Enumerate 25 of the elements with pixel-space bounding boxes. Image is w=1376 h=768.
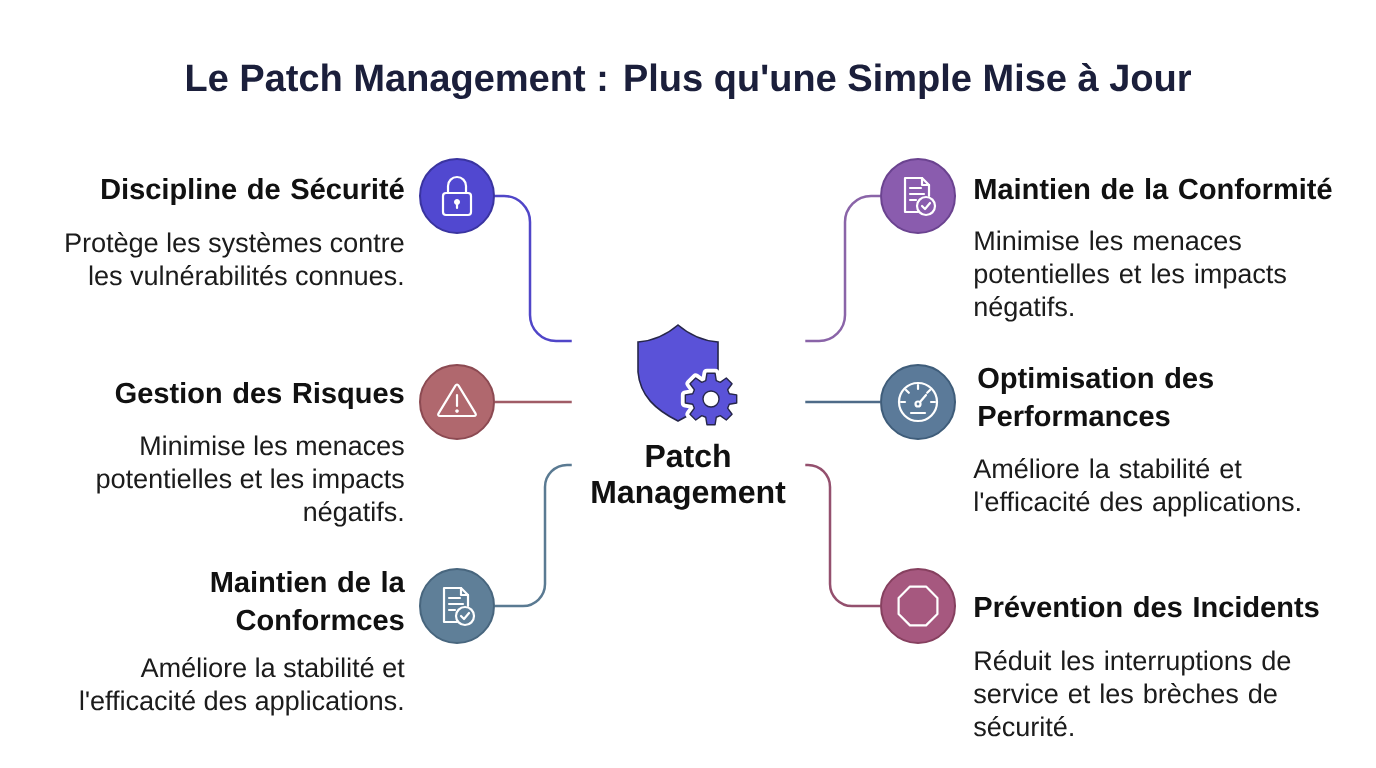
heading: Prévention des Incidents [975,595,1319,618]
heading: Maintien de la Conformité [975,177,1332,200]
description: Minimise les menaces potentielles et les impacts négatifs. [975,230,1286,322]
connector-line [495,194,572,343]
heading: Discipline de Sécurité [102,177,404,205]
heading: Maintien de la Conformces [211,571,405,631]
gauge-icon [880,364,956,440]
heading: Optimisation des Performances [978,367,1213,427]
connector-line [495,400,572,404]
warning-icon [419,364,495,440]
document-check-icon [419,568,495,644]
document-check-icon [880,158,956,234]
heading: Gestion des Risques [115,382,404,409]
connector-line [495,463,572,608]
description: Protège les systèmes contre les vulnérabilités connues. [66,232,404,286]
connector-line [805,194,880,343]
center-label: Patch Management [592,443,786,510]
description: Réduit les interruptions de service et les brèches de sécurité. [974,650,1291,737]
connector-line [805,463,880,608]
lock-icon [419,158,495,234]
title: Le Patch Management : Plus qu'une Simple Mise à Jour [187,63,1191,100]
description: Améliore la stabilité et l'efficacité des applications. [80,657,405,716]
description: Minimise les menaces potentielles et les impacts négatifs. [97,435,404,527]
description: Améliore la stabilité et l'efficacité des applications. [973,458,1300,517]
connector-line [805,400,880,404]
